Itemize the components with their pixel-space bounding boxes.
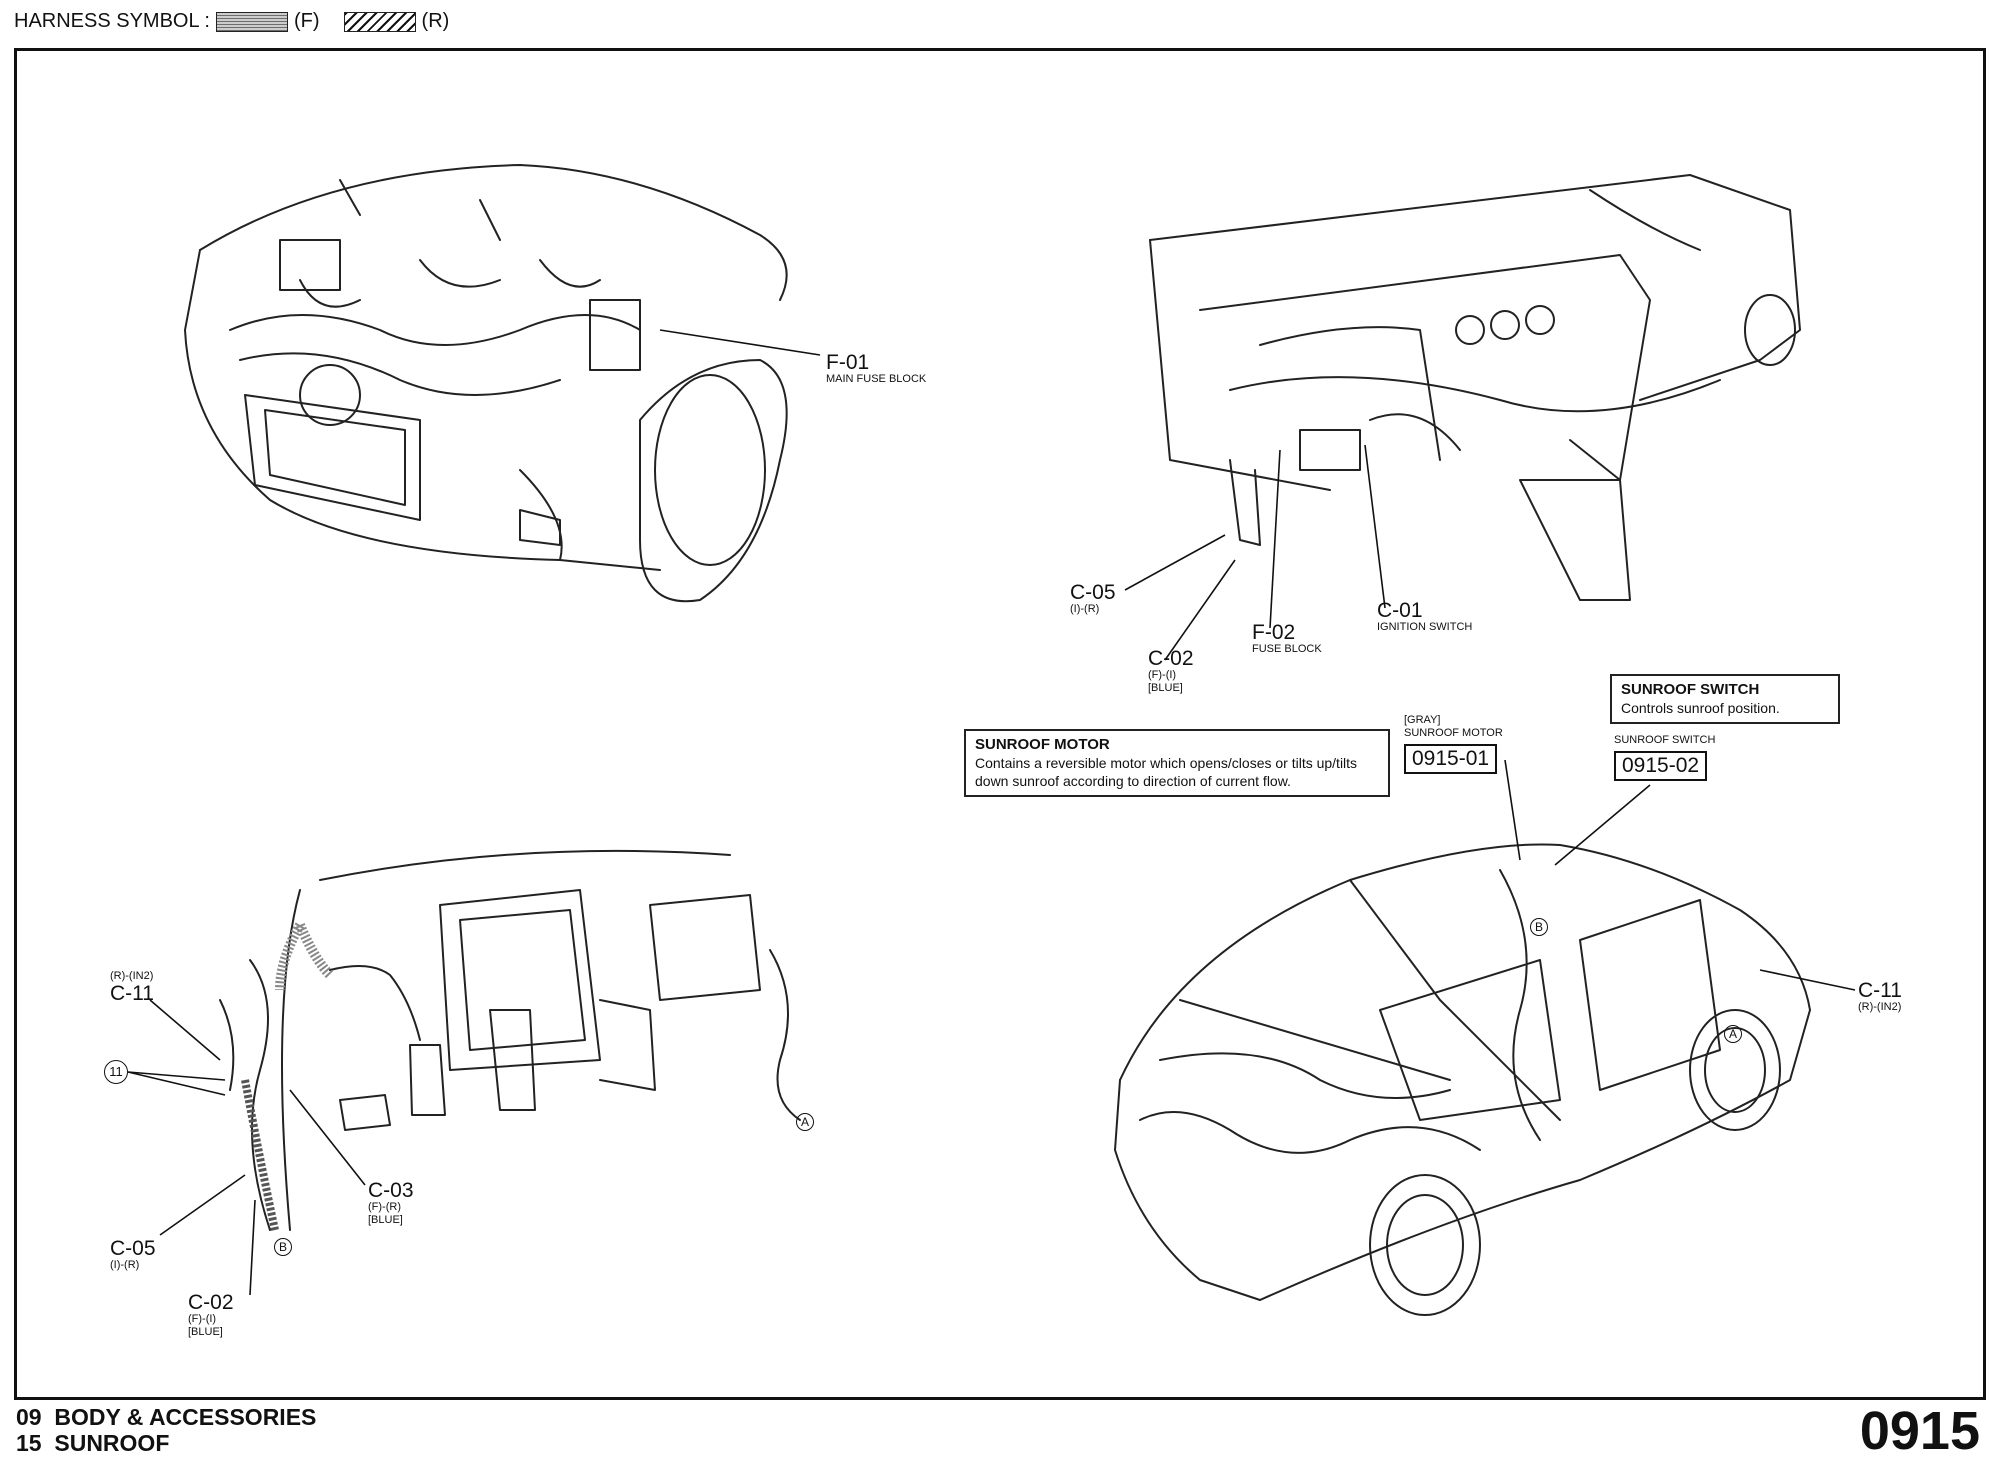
car-illustration [1114, 843, 1811, 1316]
section-line-2: 15 SUNROOF [16, 1430, 170, 1456]
connector-c01: C-01 IGNITION SWITCH [1377, 599, 1473, 633]
front-harness-swatch [215, 11, 288, 32]
connector-c03: C-03 (F)-(R) [BLUE] [368, 1179, 414, 1226]
marker-a-lower: A [796, 1113, 814, 1131]
sunroof-switch-connector: SUNROOF SWITCH 0915-02 [1614, 734, 1715, 781]
connector-c05-dash: C-05 (I)-(R) [1070, 581, 1116, 615]
connector-c05-lower: C-05 (I)-(R) [110, 1237, 156, 1271]
connector-c11-car: C-11 (R)-(IN2) [1858, 979, 1902, 1013]
lower-interior-illustration [219, 849, 801, 1231]
harness-symbol-legend: HARNESS SYMBOL : (F) (R) [14, 10, 449, 33]
marker-b-car: B [1530, 918, 1548, 936]
sunroof-motor-callout: SUNROOF MOTOR Contains a reversible moto… [964, 729, 1390, 797]
section-line-1: 09 BODY & ACCESSORIES [16, 1404, 317, 1430]
connector-c02-dash: C-02 (F)-(I) [BLUE] [1148, 647, 1194, 694]
sunroof-switch-callout: SUNROOF SWITCH Controls sunroof position… [1610, 674, 1840, 724]
diagram-frame [14, 48, 1986, 1400]
harness-symbol-label: HARNESS SYMBOL : [14, 10, 210, 32]
marker-11: 11 [104, 1060, 128, 1084]
section-title: 09 BODY & ACCESSORIES 15 SUNROOF [16, 1404, 316, 1456]
marker-a-car: A [1724, 1025, 1742, 1043]
engine-bay-illustration [184, 164, 788, 603]
front-harness-label: (F) [293, 10, 320, 32]
dashboard-illustration [1149, 174, 1801, 601]
marker-b-lower: B [274, 1238, 292, 1256]
connector-f02: F-02 FUSE BLOCK [1252, 621, 1322, 655]
connector-c02-lower: C-02 (F)-(I) [BLUE] [188, 1291, 234, 1338]
page-number: 0915 [1859, 1401, 1980, 1461]
rear-harness-label: (R) [421, 10, 450, 32]
sunroof-motor-connector: [GRAY] SUNROOF MOTOR 0915-01 [1404, 714, 1503, 774]
rear-harness-swatch [343, 11, 416, 32]
connector-c11-lower: (R)-(IN2) C-11 [110, 970, 154, 1005]
connector-f01: F-01 MAIN FUSE BLOCK [826, 351, 927, 385]
